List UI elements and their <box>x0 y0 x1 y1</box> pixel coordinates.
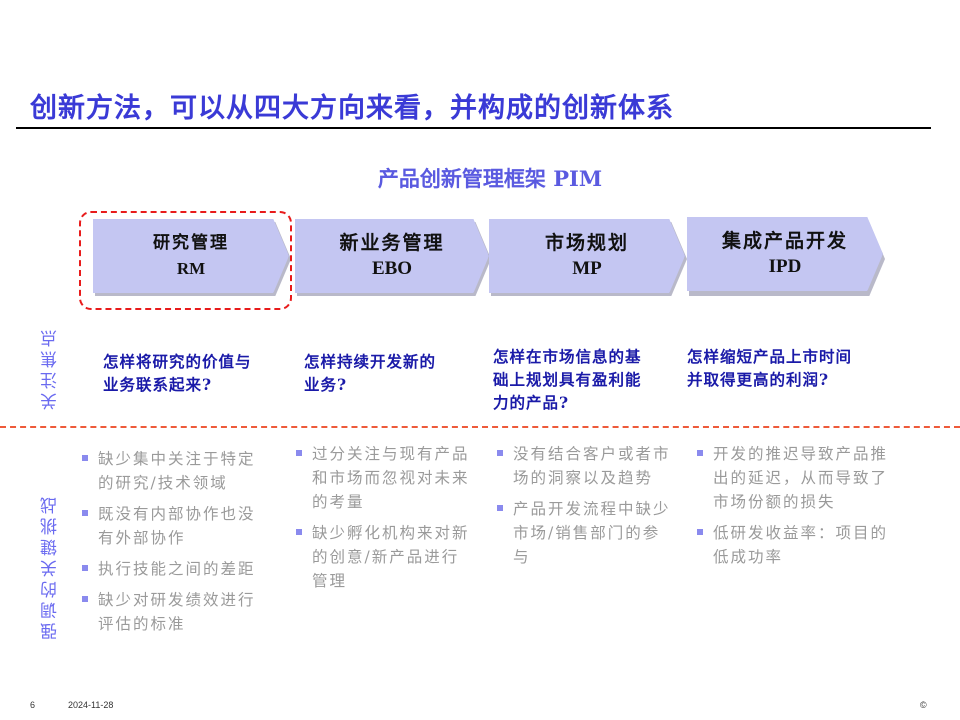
bullet-icon <box>497 505 503 511</box>
stage-cn-label: 市场规划 <box>544 232 629 254</box>
focus-line: 怎样持续开发新的 <box>304 352 437 371</box>
challenge-item: 开发的推迟导致产品推出的延迟，从而导致了市场份额的损失 <box>697 442 902 514</box>
challenges-mp: 没有结合客户或者市场的洞察以及趋势 产品开发流程中缺少市场/销售部门的参与 <box>497 442 677 576</box>
title-divider <box>16 127 931 129</box>
stage-chevron-mp: 市场规划 MP <box>489 219 685 293</box>
challenges-rm: 缺少集中关注于特定的研究/技术领域 既没有内部协作也没有外部协作 执行技能之间的… <box>82 447 272 643</box>
focus-line: 业务联系起来? <box>103 375 213 394</box>
stage-en-label: MP <box>572 258 602 279</box>
section-separator <box>0 426 960 428</box>
challenges-ebo: 过分关注与现有产品和市场而忽视对未来的考量 缺少孵化机构来对新的创意/新产品进行… <box>296 442 476 600</box>
stage-cn-label: 研究管理 <box>153 233 229 253</box>
focus-point-mp: 怎样在市场信息的基 础上规划具有盈利能 力的产品? <box>493 345 642 414</box>
bullet-icon <box>296 529 302 535</box>
stage-en-label: RM <box>176 259 206 278</box>
bullet-icon <box>82 510 88 516</box>
row-label-focus: 关注焦点 <box>41 326 61 410</box>
challenges-ipd: 开发的推迟导致产品推出的延迟，从而导致了市场份额的损失 低研发收益率：项目的低成… <box>697 442 902 576</box>
stage-en-label: IPD <box>768 256 802 277</box>
focus-point-ebo: 怎样持续开发新的 业务? <box>304 350 436 396</box>
row-label-challenges: 强调的关键挑战 <box>41 493 61 640</box>
bullet-icon <box>82 455 88 461</box>
challenge-item: 缺少集中关注于特定的研究/技术领域 <box>82 447 272 495</box>
stage-chevron-ipd: 集成产品开发 IPD <box>687 217 883 291</box>
stage-cn-label: 集成产品开发 <box>721 230 848 252</box>
focus-line: 并取得更高的利润? <box>687 370 830 389</box>
bullet-icon <box>497 450 503 456</box>
stage-cn-label: 新业务管理 <box>339 232 445 254</box>
challenge-item: 过分关注与现有产品和市场而忽视对未来的考量 <box>296 442 476 514</box>
stage-en-label: EBO <box>371 258 413 279</box>
stage-chevron-ebo: 新业务管理 EBO <box>295 219 489 293</box>
challenge-item: 缺少孵化机构来对新的创意/新产品进行管理 <box>296 521 476 593</box>
challenge-item: 没有结合客户或者市场的洞察以及趋势 <box>497 442 677 490</box>
copyright-symbol: © <box>920 700 927 710</box>
bullet-icon <box>82 596 88 602</box>
bullet-icon <box>296 450 302 456</box>
stage-chevron-rm: 研究管理 RM <box>93 219 289 293</box>
bullet-icon <box>697 529 703 535</box>
rm-highlight-box <box>79 211 292 310</box>
footer-date: 2024-11-28 <box>68 700 114 710</box>
challenge-item: 执行技能之间的差距 <box>82 557 272 581</box>
focus-line: 怎样缩短产品上市时间 <box>687 347 853 366</box>
challenge-item: 产品开发流程中缺少市场/销售部门的参与 <box>497 497 677 569</box>
bullet-icon <box>82 565 88 571</box>
focus-line: 怎样将研究的价值与 <box>103 352 252 371</box>
challenge-item: 缺少对研发绩效进行评估的标准 <box>82 588 272 636</box>
bullet-icon <box>697 450 703 456</box>
challenge-item: 低研发收益率：项目的低成功率 <box>697 521 902 569</box>
focus-point-rm: 怎样将研究的价值与 业务联系起来? <box>103 350 252 396</box>
focus-point-ipd: 怎样缩短产品上市时间 并取得更高的利润? <box>687 345 852 391</box>
focus-line: 力的产品? <box>493 393 570 412</box>
framework-subtitle: 产品创新管理框架 PIM <box>377 166 603 191</box>
focus-line: 业务? <box>304 375 348 394</box>
focus-line: 怎样在市场信息的基 <box>493 347 642 366</box>
page-number: 6 <box>30 700 36 710</box>
focus-line: 础上规划具有盈利能 <box>493 370 642 389</box>
slide-title: 创新方法，可以从四大方向来看，并构成的创新体系 <box>30 93 674 124</box>
challenge-item: 既没有内部协作也没有外部协作 <box>82 502 272 550</box>
